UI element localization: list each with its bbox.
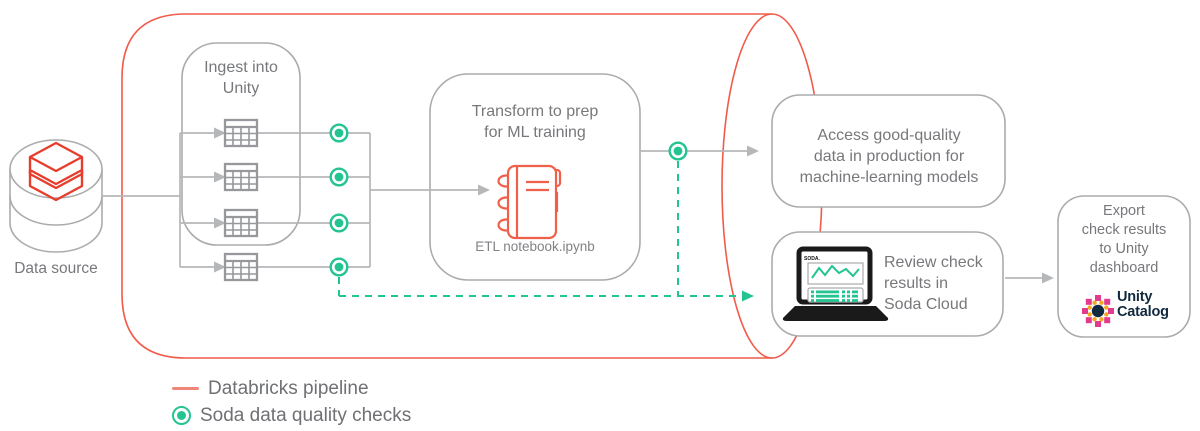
access-box-title: Access good-quality data in production f… <box>799 127 979 186</box>
export-box-title: Export check results to Unity dashboard <box>1081 203 1167 276</box>
flow-arrowheads <box>214 127 1054 284</box>
quality-check-dots <box>329 123 688 277</box>
unity-catalog-wordmark: Unity Catalog <box>1117 289 1169 320</box>
laptop-chart-line <box>811 264 860 279</box>
connector-lines <box>103 132 1043 279</box>
soda-box-title: Review check results in Soda Cloud <box>884 254 983 313</box>
databricks-logo-icon <box>28 141 84 202</box>
quality-check-dot <box>329 123 349 143</box>
table-icon <box>223 162 259 192</box>
transform-box-title: Transform to prep for ML training <box>471 103 599 141</box>
quality-check-dot <box>329 257 349 277</box>
legend: Databricks pipeline Soda data quality ch… <box>172 375 411 429</box>
data-source-label: Data source <box>14 260 98 277</box>
quality-check-dot <box>329 167 349 187</box>
unity-catalog-logo-icon <box>1082 295 1114 327</box>
notebook-icon <box>497 164 562 240</box>
quality-check-dot <box>329 213 349 233</box>
table-icons <box>223 118 259 282</box>
laptop-brand-text: SODA. <box>804 256 820 262</box>
table-icon <box>223 118 259 148</box>
soda-flow-arrowhead <box>742 290 754 302</box>
databricks-database-icon <box>9 139 103 253</box>
red-line-icon <box>172 387 199 390</box>
laptop-icon: SODA. <box>782 246 889 321</box>
legend-item-soda: Soda data quality checks <box>172 402 411 429</box>
table-icon <box>223 208 259 238</box>
green-dot-icon <box>172 406 191 425</box>
ingest-box-title: Ingest into Unity <box>204 59 278 97</box>
legend-item-databricks: Databricks pipeline <box>172 375 411 402</box>
table-icon <box>223 252 259 282</box>
laptop-table-rows <box>811 290 858 302</box>
legend-label: Soda data quality checks <box>200 404 412 426</box>
quality-check-dot <box>668 141 688 161</box>
etl-notebook-caption: ETL notebook.ipynb <box>475 239 595 254</box>
access-box <box>771 94 1006 208</box>
soda-check-flow-line <box>338 161 742 297</box>
laptop-chart-panel <box>807 262 864 285</box>
legend-label: Databricks pipeline <box>208 377 369 399</box>
